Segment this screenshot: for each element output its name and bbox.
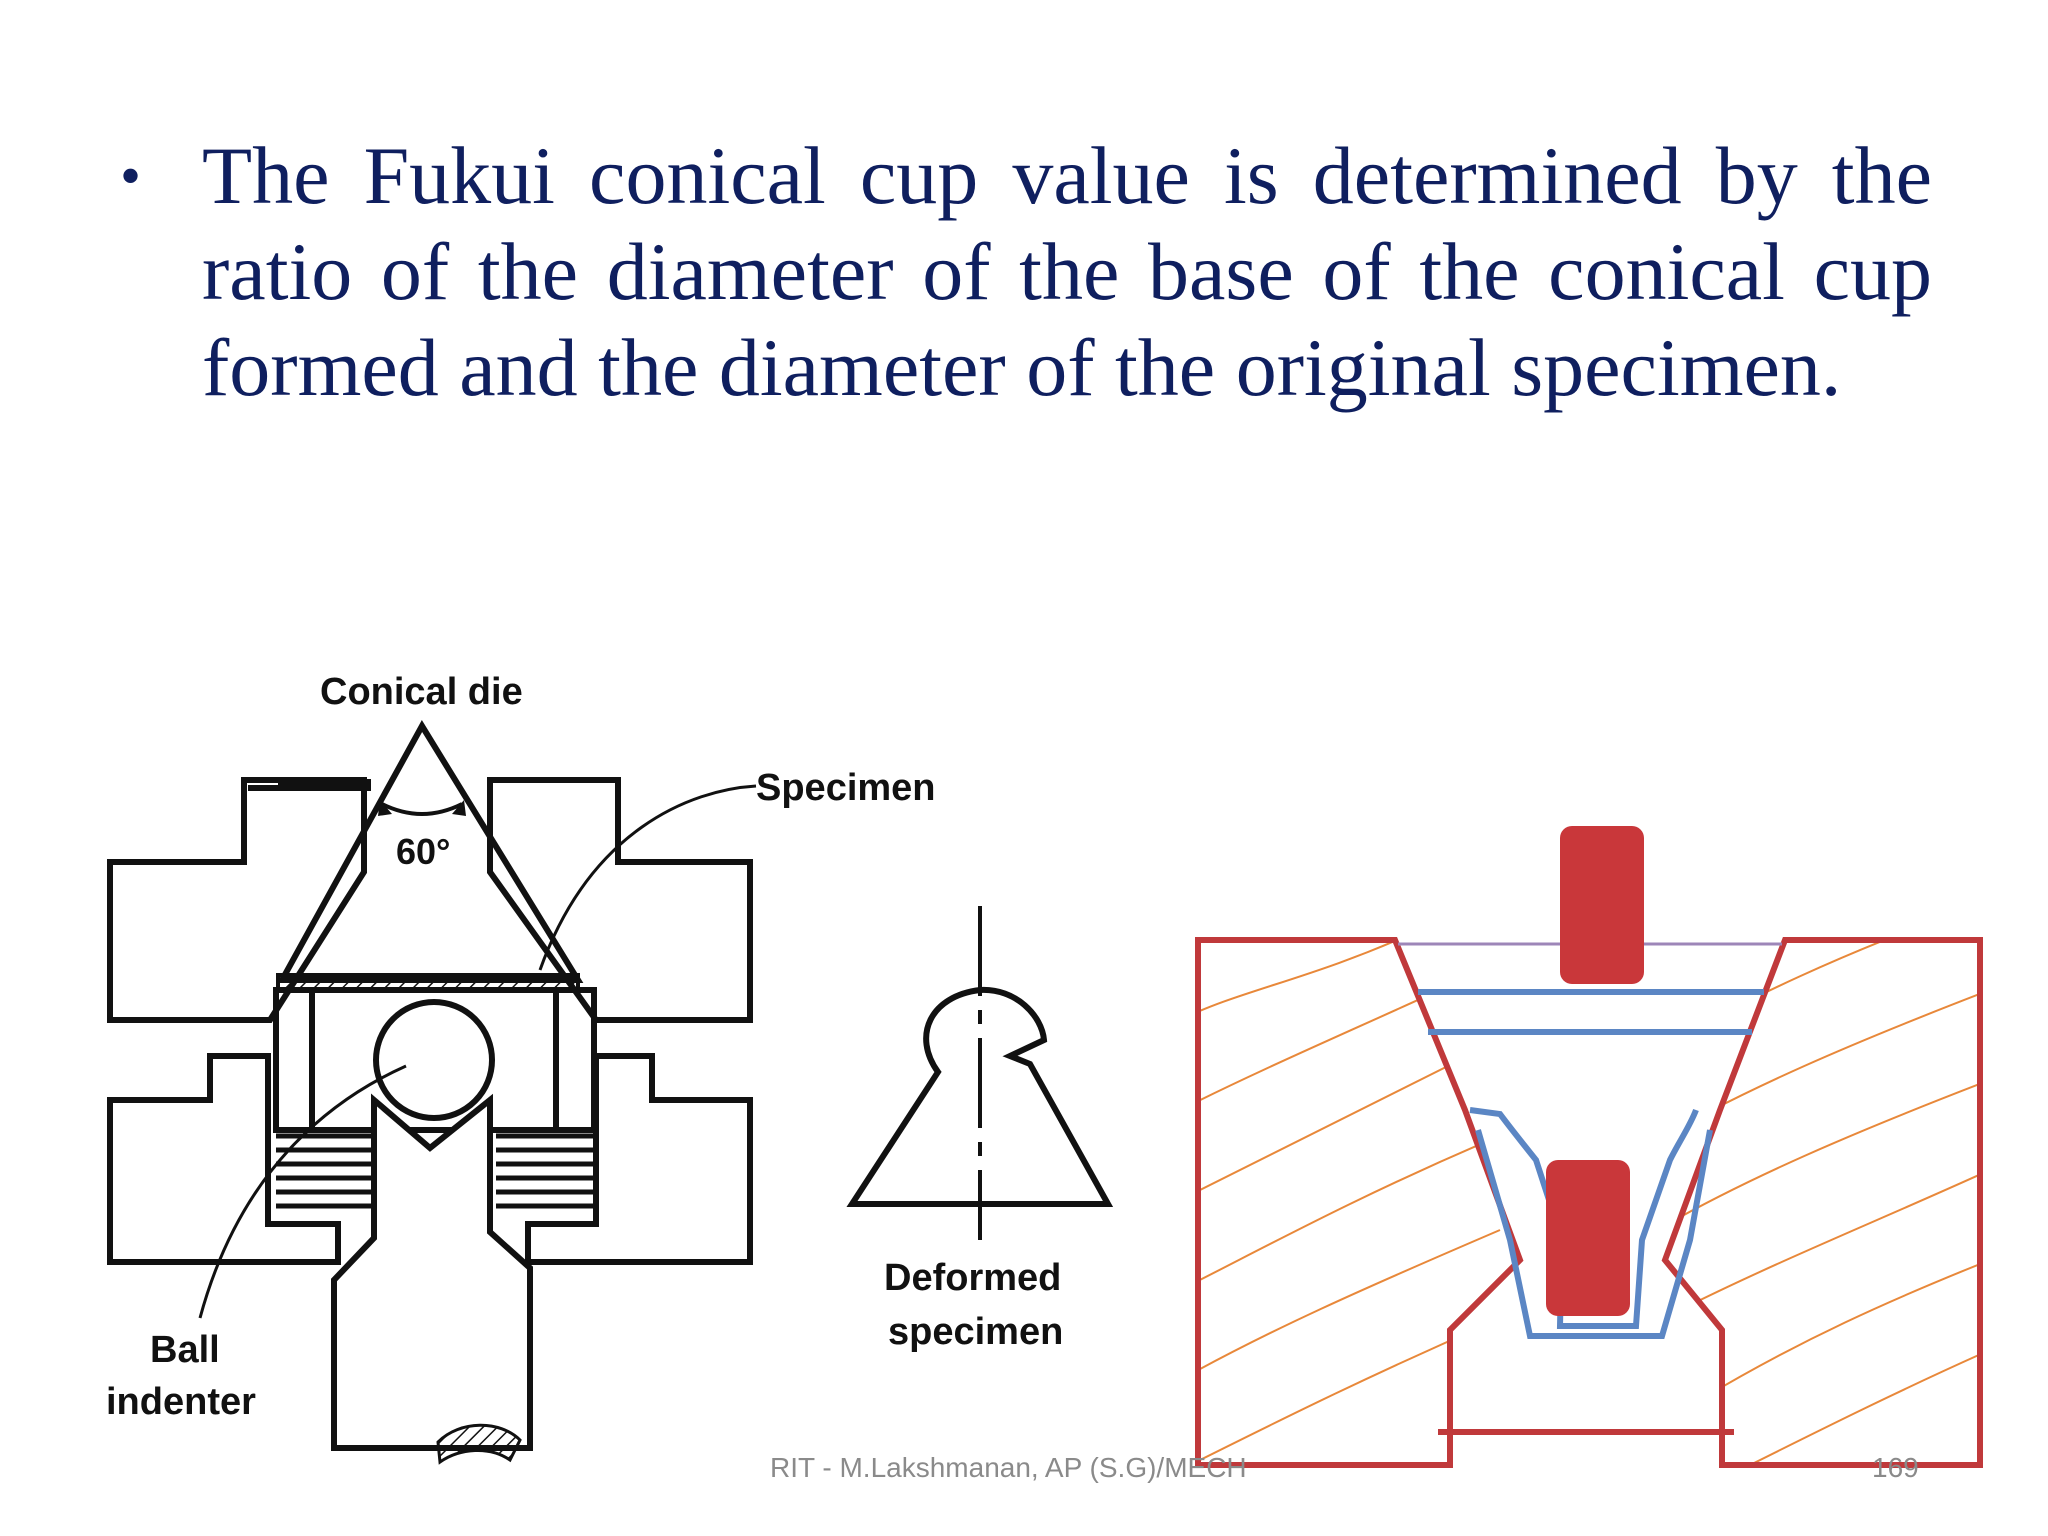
lower-left-die-block	[107, 1053, 341, 1265]
bullet-text: The Fukui conical cup value is determine…	[202, 128, 1932, 416]
footer-author: RIT - M.Lakshmanan, AP (S.G)/MECH	[770, 1452, 1247, 1483]
bullet-line-2: ratio of the diameter of the base of the…	[202, 226, 1932, 317]
upper-punch	[1560, 826, 1644, 984]
label-conical-die: Conical die	[320, 671, 523, 713]
page-number: 169	[1872, 1452, 1919, 1483]
label-specimen: Specimen	[756, 767, 936, 809]
label-angle: 60°	[396, 831, 450, 872]
ball-indenter	[373, 999, 495, 1121]
label-deformed-specimen: specimen	[888, 1311, 1063, 1353]
bullet-marker: •	[120, 143, 142, 209]
specimen-plate	[276, 973, 580, 991]
colored-die-schematic	[1195, 826, 1983, 1468]
lower-right-die-block	[525, 1053, 753, 1265]
lower-punch	[1546, 1160, 1630, 1316]
upper-right-die-block	[487, 777, 753, 1023]
deformed-specimen-figure	[846, 906, 1114, 1240]
label-ball: Ball	[150, 1329, 220, 1371]
punch-stem	[331, 1093, 533, 1451]
label-deformed: Deformed	[884, 1257, 1061, 1299]
bullet-line-1: The Fukui conical cup value is determine…	[202, 130, 1932, 221]
upper-left-die-block	[107, 777, 367, 1023]
label-indenter: indenter	[106, 1381, 256, 1423]
bullet-line-3: formed and the diameter of the original …	[202, 322, 1842, 413]
